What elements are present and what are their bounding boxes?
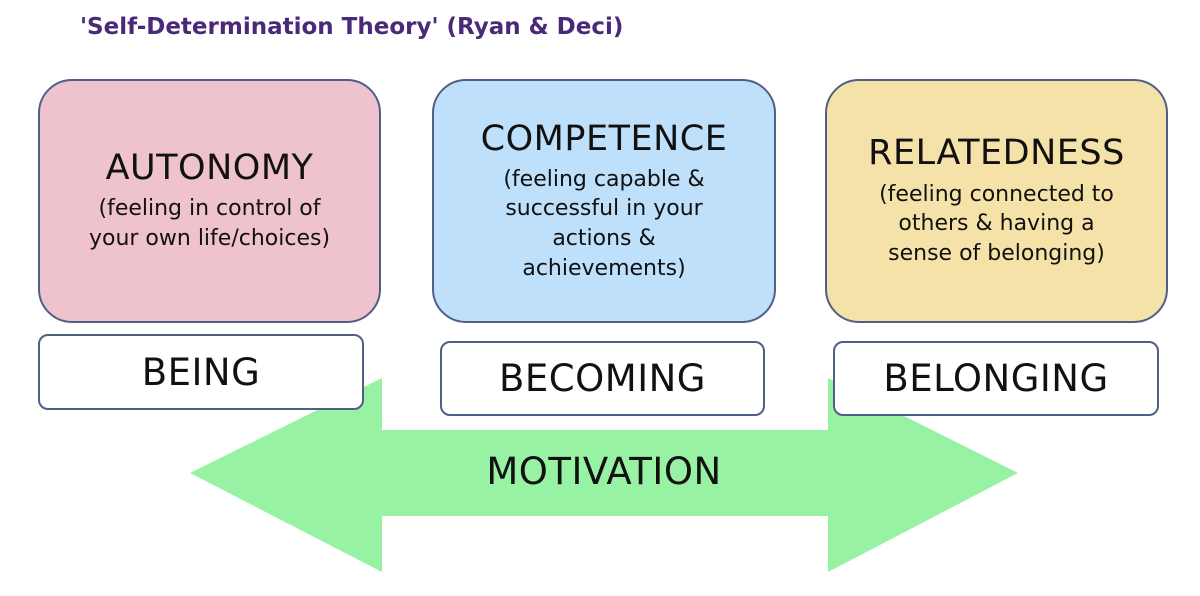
autonomy-description: (feeling in control of your own life/cho… — [89, 194, 330, 253]
competence-description-line: actions & — [552, 226, 656, 252]
being-label: BEING — [38, 334, 364, 410]
autonomy-heading: AUTONOMY — [105, 148, 314, 189]
relatedness-description: (feeling connected to others & having a … — [879, 180, 1114, 269]
relatedness-description-line: sense of belonging) — [888, 240, 1105, 266]
autonomy-description-line: (feeling in control of — [98, 196, 321, 222]
competence-card: COMPETENCE (feeling capable & successful… — [432, 79, 776, 323]
competence-heading: COMPETENCE — [480, 118, 728, 159]
competence-description-line: (feeling capable & — [503, 166, 705, 192]
becoming-label: BECOMING — [440, 341, 765, 416]
belonging-label: BELONGING — [833, 341, 1159, 416]
autonomy-card: AUTONOMY (feeling in control of your own… — [38, 79, 381, 323]
page-title: 'Self-Determination Theory' (Ryan & Deci… — [80, 14, 624, 40]
relatedness-card: RELATEDNESS (feeling connected to others… — [825, 79, 1168, 323]
competence-description-line: achievements) — [522, 255, 686, 281]
motivation-arrow-shape — [190, 378, 1018, 572]
competence-description-line: successful in your — [505, 196, 703, 222]
autonomy-description-line: your own life/choices) — [88, 226, 331, 252]
relatedness-description-line: (feeling connected to — [879, 181, 1114, 207]
relatedness-description-line: others & having a — [898, 211, 1095, 237]
motivation-label: MOTIVATION — [486, 450, 722, 493]
competence-description: (feeling capable & successful in your ac… — [503, 165, 704, 284]
relatedness-heading: RELATEDNESS — [868, 133, 1125, 174]
